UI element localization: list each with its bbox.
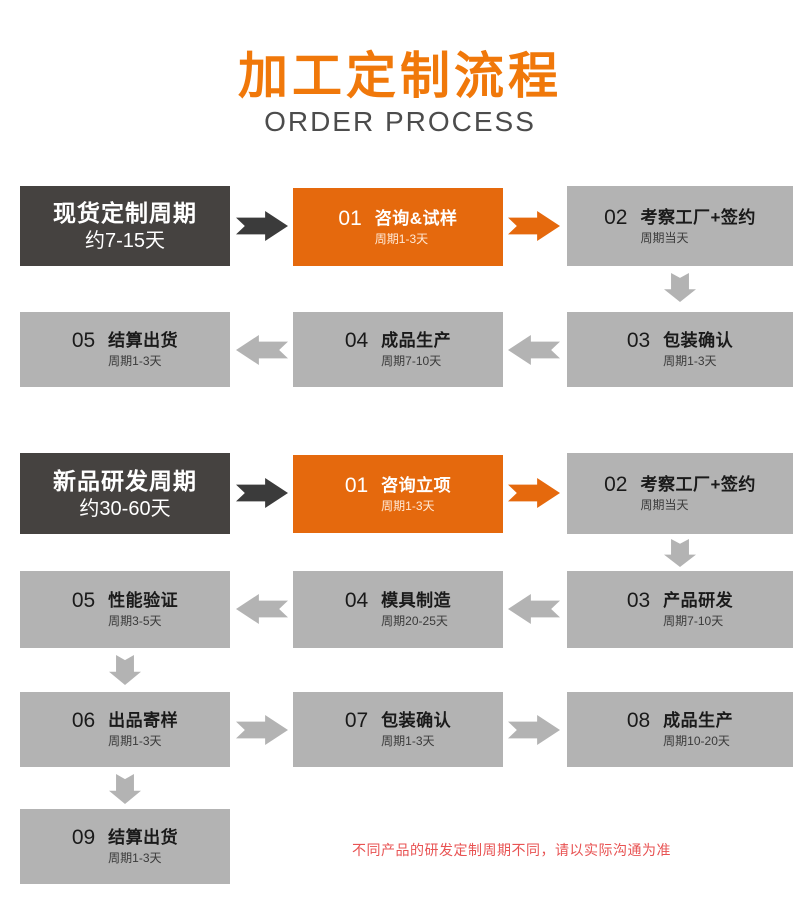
step-title: 咨询&试样	[374, 208, 458, 228]
intro-line1: 现货定制周期	[53, 200, 197, 226]
step-box-s2-08: 08 成品生产 周期10-20天	[567, 692, 793, 767]
step-duration: 周期当天	[640, 498, 689, 512]
step-duration: 周期1-3天	[108, 734, 162, 748]
step-title: 包装确认	[381, 711, 452, 730]
step-duration: 周期1-3天	[381, 734, 435, 748]
arrow-right-icon	[236, 211, 288, 241]
step-box-s2-02: 02 考察工厂+签约 周期当天	[567, 453, 793, 534]
intro-line2: 约7-15天	[84, 230, 166, 252]
arrow-down-icon	[664, 273, 696, 302]
step-number: 04	[344, 329, 369, 352]
step-title: 结算出货	[108, 828, 179, 847]
arrow-right-icon	[236, 715, 288, 745]
step-title: 考察工厂+签约	[640, 475, 756, 494]
step-box-s2-09: 09 结算出货 周期1-3天	[20, 809, 230, 884]
step-box-s2-07: 07 包装确认 周期1-3天	[293, 692, 503, 767]
step-title: 成品生产	[663, 711, 734, 730]
step-title: 产品研发	[663, 591, 734, 610]
arrow-right-icon	[508, 715, 560, 745]
step-number: 07	[344, 709, 369, 732]
step-box-s2-05: 05 性能验证 周期3-5天	[20, 571, 230, 648]
intro-line2: 约30-60天	[79, 497, 171, 520]
step-title: 包装确认	[663, 331, 734, 350]
intro-box-stock: 现货定制周期 约7-15天	[20, 186, 230, 266]
step-number: 02	[604, 205, 628, 229]
page-subtitle: ORDER PROCESS	[264, 106, 536, 137]
step-duration: 周期10-20天	[663, 734, 730, 748]
step-title: 性能验证	[108, 591, 179, 610]
step-number: 08	[626, 709, 651, 732]
arrow-down-icon	[664, 539, 696, 567]
step-duration: 周期1-3天	[381, 498, 435, 513]
step-duration: 周期3-5天	[108, 614, 162, 628]
step-box-s2-03: 03 产品研发 周期7-10天	[567, 571, 793, 648]
step-duration: 周期20-25天	[381, 614, 448, 628]
arrow-left-icon	[236, 335, 288, 365]
step-duration: 周期7-10天	[381, 354, 442, 368]
arrow-left-icon	[508, 335, 560, 365]
step-number: 09	[71, 826, 96, 849]
step-title: 模具制造	[381, 591, 452, 610]
page-title: 加工定制流程	[238, 48, 562, 104]
intro-box-newproduct: 新品研发周期 约30-60天	[20, 453, 230, 534]
step-box-s2-01: 01 咨询立项 周期1-3天	[293, 455, 503, 533]
arrow-down-icon	[109, 774, 141, 804]
step-number: 05	[71, 589, 96, 612]
step-number: 05	[71, 329, 96, 352]
step-duration: 周期1-3天	[663, 354, 717, 368]
step-box-s1-03: 03 包装确认 周期1-3天	[567, 312, 793, 387]
disclaimer-note: 不同产品的研发定制周期不同，请以实际沟通为准	[352, 842, 671, 858]
step-number: 02	[604, 473, 628, 496]
arrow-right-icon	[508, 478, 560, 508]
step-box-s1-04: 04 成品生产 周期7-10天	[293, 312, 503, 387]
step-box-s2-04: 04 模具制造 周期20-25天	[293, 571, 503, 648]
step-duration: 周期当天	[640, 230, 689, 245]
step-title: 咨询立项	[381, 475, 452, 495]
arrow-right-icon	[508, 211, 560, 241]
step-duration: 周期1-3天	[108, 851, 162, 865]
step-number: 06	[71, 709, 96, 732]
arrow-right-icon	[236, 478, 288, 508]
step-title: 结算出货	[108, 331, 179, 350]
arrow-down-icon	[109, 655, 141, 685]
step-box-s1-05: 05 结算出货 周期1-3天	[20, 312, 230, 387]
step-number: 01	[338, 206, 362, 230]
step-title: 出品寄样	[108, 711, 179, 730]
step-box-s2-06: 06 出品寄样 周期1-3天	[20, 692, 230, 767]
step-number: 03	[626, 329, 651, 352]
step-duration: 周期7-10天	[663, 614, 724, 628]
step-title: 成品生产	[381, 331, 452, 350]
step-number: 04	[344, 589, 369, 612]
step-box-s1-02: 02 考察工厂+签约 周期当天	[567, 186, 793, 266]
step-title: 考察工厂+签约	[640, 207, 756, 227]
arrow-left-icon	[508, 594, 560, 624]
arrow-left-icon	[236, 594, 288, 624]
step-box-s1-01: 01 咨询&试样 周期1-3天	[293, 188, 503, 266]
intro-line1: 新品研发周期	[53, 467, 197, 494]
step-number: 01	[344, 473, 369, 497]
step-duration: 周期1-3天	[374, 231, 429, 246]
step-number: 03	[626, 589, 651, 612]
step-duration: 周期1-3天	[108, 354, 162, 368]
